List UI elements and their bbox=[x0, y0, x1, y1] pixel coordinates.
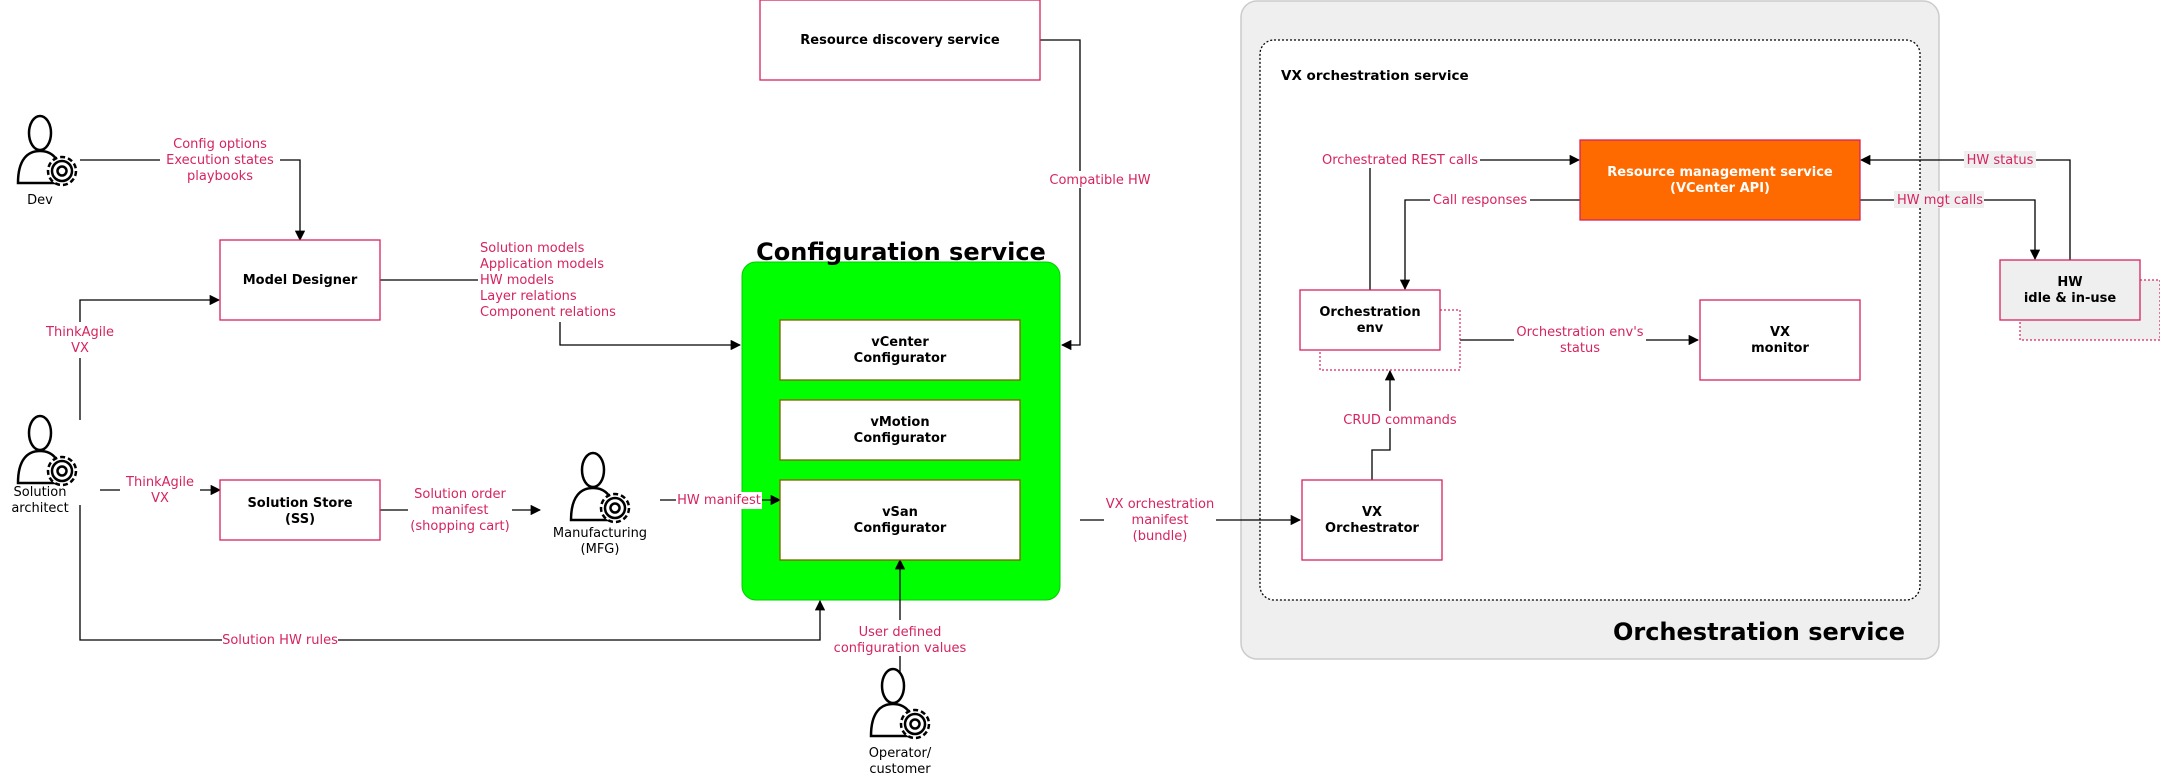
vx-orchestration-service-title: VX orchestration service bbox=[1281, 68, 1469, 84]
edge-discovery-to-config bbox=[1040, 39, 1081, 351]
rms-label: Resource management service(VCenter API) bbox=[1607, 165, 1833, 196]
manufacturing-person-gear-icon bbox=[569, 451, 631, 524]
edge-dev-to-model-designer bbox=[80, 159, 306, 242]
label-hw-manifest: HW manifest bbox=[676, 492, 762, 509]
label-solution-hw-rules: Solution HW rules bbox=[222, 632, 338, 649]
actor-manufacturing: Manufacturing(MFG) bbox=[553, 451, 647, 557]
solution-store-label: Solution Store(SS) bbox=[247, 496, 352, 527]
configuration-service-title: Configuration service bbox=[756, 238, 1046, 266]
svg-text:Call responses: Call responses bbox=[1433, 193, 1527, 208]
svg-text:HW manifest: HW manifest bbox=[677, 493, 761, 508]
operator-label: Operator/customer bbox=[869, 746, 932, 775]
svg-text:CRUD commands: CRUD commands bbox=[1343, 413, 1457, 428]
label-hw-mgt-calls: HW mgt calls bbox=[1894, 191, 1984, 208]
node-resource-management-service: Resource management service(VCenter API) bbox=[1579, 139, 1861, 221]
dev-label: Dev bbox=[27, 193, 53, 208]
edge-architect-hw-rules bbox=[79, 505, 826, 641]
actor-operator: Operator/customer bbox=[869, 667, 932, 775]
edge-crud-commands bbox=[1371, 369, 1396, 480]
node-model-designer: Model Designer bbox=[219, 239, 381, 321]
label-compatible-hw: Compatible HW bbox=[1046, 171, 1151, 188]
svg-text:Orchestrated REST calls: Orchestrated REST calls bbox=[1322, 153, 1478, 168]
svg-text:HW status: HW status bbox=[1967, 153, 2034, 168]
label-crud-commands: CRUD commands bbox=[1340, 411, 1462, 428]
model-designer-label: Model Designer bbox=[243, 273, 358, 288]
node-solution-store: Solution Store(SS) bbox=[219, 479, 381, 541]
svg-text:HW mgt calls: HW mgt calls bbox=[1897, 193, 1983, 208]
edge-hw-status bbox=[1859, 154, 2071, 260]
dev-person-gear-icon bbox=[16, 114, 78, 187]
architect-person-gear-icon bbox=[16, 414, 78, 487]
svg-text:Solution HW rules: Solution HW rules bbox=[222, 633, 338, 648]
manufacturing-label: Manufacturing(MFG) bbox=[553, 526, 647, 557]
svg-text:Compatible HW: Compatible HW bbox=[1049, 173, 1150, 188]
actor-dev: Dev bbox=[16, 114, 78, 208]
node-resource-discovery: Resource discovery service bbox=[759, 0, 1041, 81]
label-orchestrated-rest: Orchestrated REST calls bbox=[1320, 151, 1480, 168]
edge-architect-to-model-designer bbox=[79, 294, 221, 420]
orchestration-service-title: Orchestration service bbox=[1613, 618, 1905, 646]
resource-discovery-label: Resource discovery service bbox=[800, 33, 1000, 48]
label-hw-status: HW status bbox=[1964, 151, 2036, 168]
operator-person-gear-icon bbox=[869, 667, 931, 740]
label-call-responses: Call responses bbox=[1430, 191, 1530, 208]
